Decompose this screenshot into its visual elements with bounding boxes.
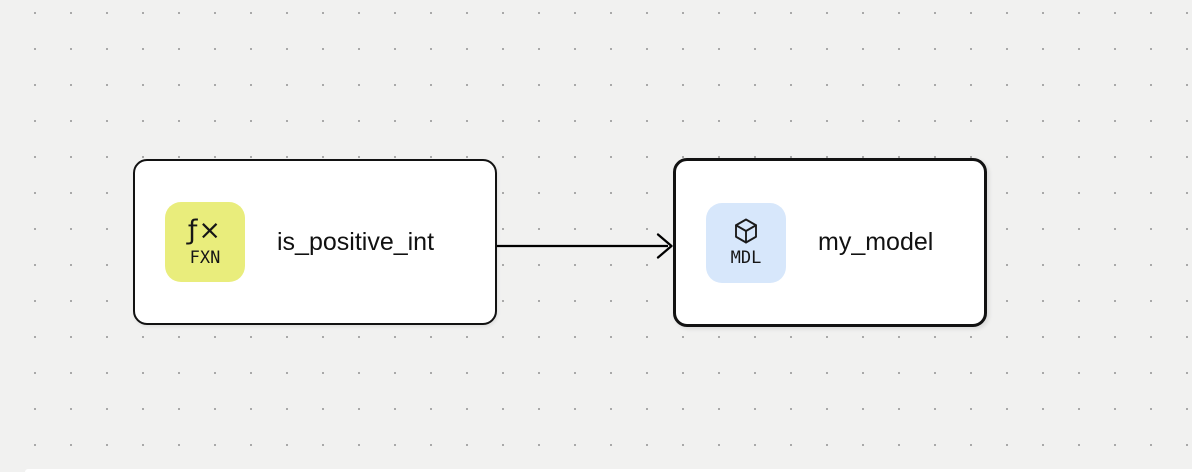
node-type-label: MDL <box>730 248 762 268</box>
model-badge: MDL <box>706 202 786 283</box>
node-type-label: FXN <box>189 247 221 268</box>
edge-fxn-to-mdl[interactable] <box>497 233 673 259</box>
node-my-model[interactable]: MDL my_model <box>673 158 987 327</box>
arrowhead-icon <box>656 233 673 259</box>
bottom-panel-edge <box>25 469 1192 472</box>
cube-icon <box>731 216 761 246</box>
node-is-positive-int[interactable]: ƒ× FXN is_positive_int <box>133 159 497 325</box>
function-badge: ƒ× FXN <box>165 202 245 282</box>
function-icon: ƒ× <box>187 214 223 246</box>
node-title: is_positive_int <box>277 227 435 256</box>
node-title: my_model <box>818 228 934 256</box>
